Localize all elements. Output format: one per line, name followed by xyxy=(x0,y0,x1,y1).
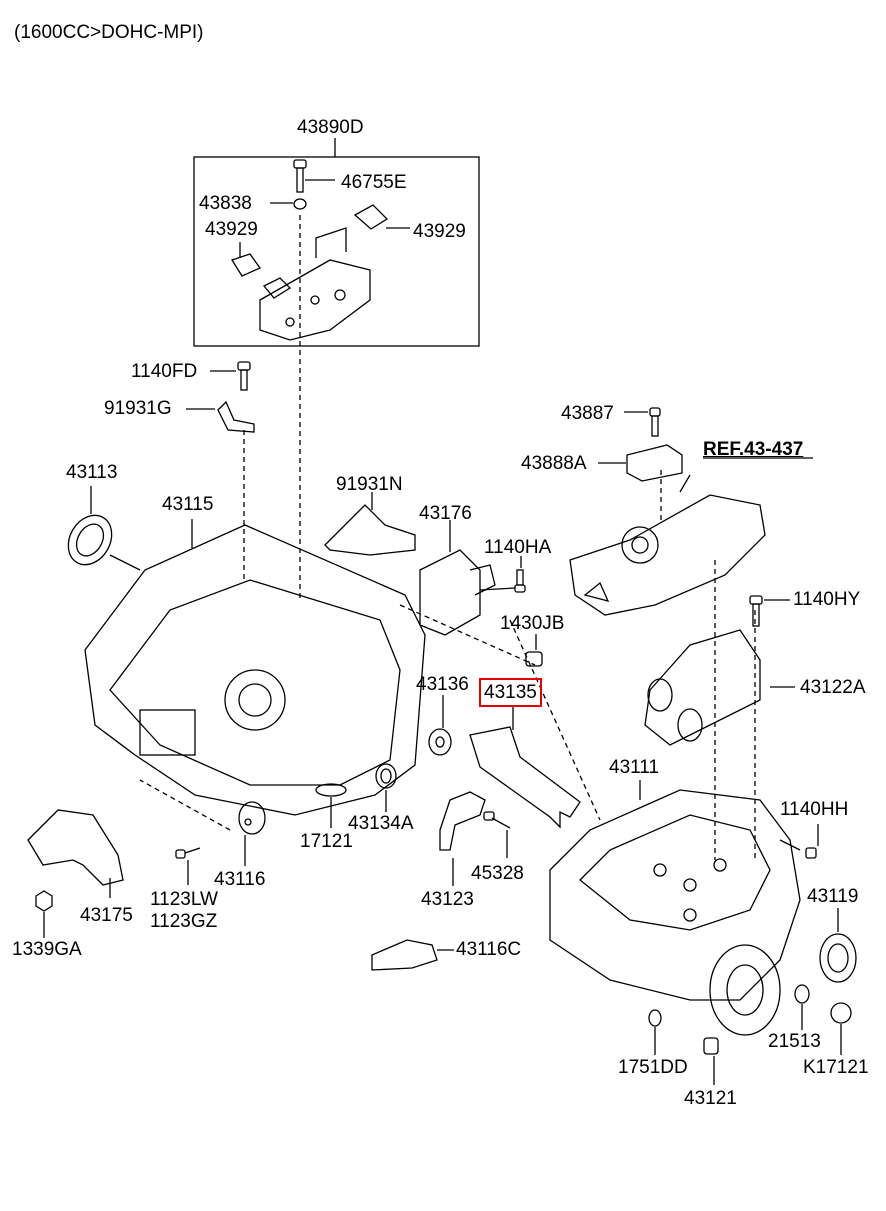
label-21513[interactable]: 21513 xyxy=(768,1031,821,1052)
seal-43113 xyxy=(67,486,141,571)
bolt-1123LW xyxy=(175,847,201,885)
label-43115[interactable]: 43115 xyxy=(162,494,214,515)
plate-43123 xyxy=(439,791,486,886)
washer-43136 xyxy=(428,695,452,756)
diagram-title: (1600CC>DOHC-MPI) xyxy=(14,22,204,43)
label-1140HY[interactable]: 1140HY xyxy=(793,589,861,610)
shift-housing-ref xyxy=(569,457,813,616)
label-1339GA[interactable]: 1339GA xyxy=(12,939,82,960)
label-1123GZ[interactable]: 1123GZ xyxy=(150,911,218,932)
label-1140HA[interactable]: 1140HA xyxy=(484,537,552,558)
label-43116C[interactable]: 43116C xyxy=(456,939,522,960)
nut-43838 xyxy=(270,198,307,210)
label-17121[interactable]: 17121 xyxy=(300,831,353,852)
bolt-1140FD xyxy=(210,361,251,391)
label-43838[interactable]: 43838 xyxy=(199,193,252,214)
label-43888A[interactable]: 43888A xyxy=(521,453,587,474)
label-ref-43-437[interactable]: REF.43-437 xyxy=(703,439,804,460)
label-43121[interactable]: 43121 xyxy=(684,1088,737,1109)
label-1430JB[interactable]: 1430JB xyxy=(500,613,565,634)
label-91931G[interactable]: 91931G xyxy=(104,398,172,419)
kit-box-43890D xyxy=(193,138,480,347)
transaxle-case-43111 xyxy=(549,780,801,1036)
washer-17121 xyxy=(315,783,347,828)
label-43929-right[interactable]: 43929 xyxy=(413,221,466,242)
plug-43121 xyxy=(703,1037,719,1085)
washer-1751DD xyxy=(648,1009,662,1055)
seal-43119 xyxy=(819,908,857,983)
seal-43134A xyxy=(375,763,397,812)
bracket-plate xyxy=(259,227,371,341)
clip-43929-left xyxy=(231,242,292,299)
seal-43116 xyxy=(238,801,266,866)
label-43929-left[interactable]: 43929 xyxy=(205,219,258,240)
label-43887[interactable]: 43887 xyxy=(561,403,614,424)
label-45328[interactable]: 45328 xyxy=(471,863,524,884)
bolt-1140HY xyxy=(749,595,790,627)
sensor-43116C xyxy=(371,939,454,971)
bolt-1140HA xyxy=(479,556,526,593)
bolt-43887 xyxy=(624,407,661,437)
nut-1339GA xyxy=(35,890,53,938)
pin-1430JB xyxy=(525,634,543,667)
label-43134A[interactable]: 43134A xyxy=(348,813,414,834)
label-43111[interactable]: 43111 xyxy=(609,757,660,778)
label-43136[interactable]: 43136 xyxy=(416,674,469,695)
label-1140HH[interactable]: 1140HH xyxy=(780,799,849,820)
washer-21513 xyxy=(794,984,810,1030)
label-43123[interactable]: 43123 xyxy=(421,889,474,910)
bolt-1140HH xyxy=(779,824,819,859)
label-1140FD[interactable]: 1140FD xyxy=(131,361,198,382)
label-43890D[interactable]: 43890D xyxy=(297,117,364,138)
mount-43122A xyxy=(644,629,795,746)
bolt-45328 xyxy=(483,811,511,858)
clip-43929-right xyxy=(353,204,410,230)
bracket-91931G xyxy=(186,400,255,433)
bracket-43175 xyxy=(27,809,124,898)
label-43122A[interactable]: 43122A xyxy=(800,677,866,698)
label-1751DD[interactable]: 1751DD xyxy=(618,1057,688,1078)
guide-lines xyxy=(139,215,756,860)
cover-43888A xyxy=(598,444,683,482)
bracket-91931N xyxy=(324,492,416,556)
label-43176[interactable]: 43176 xyxy=(419,503,472,524)
bolt-46755E xyxy=(293,159,335,193)
label-1123LW[interactable]: 1123LW xyxy=(150,889,218,910)
label-91931N[interactable]: 91931N xyxy=(336,474,403,495)
label-46755E[interactable]: 46755E xyxy=(341,172,407,193)
guide-43135 xyxy=(469,706,581,829)
label-43116[interactable]: 43116 xyxy=(214,869,266,890)
clutch-housing-43115 xyxy=(84,519,426,816)
label-43135-highlighted[interactable]: 43135 xyxy=(479,678,542,707)
label-43119[interactable]: 43119 xyxy=(807,886,859,907)
label-K17121[interactable]: K17121 xyxy=(803,1057,869,1078)
label-43113[interactable]: 43113 xyxy=(66,462,118,483)
label-43175[interactable]: 43175 xyxy=(80,905,133,926)
plug-K17121 xyxy=(830,1002,852,1055)
